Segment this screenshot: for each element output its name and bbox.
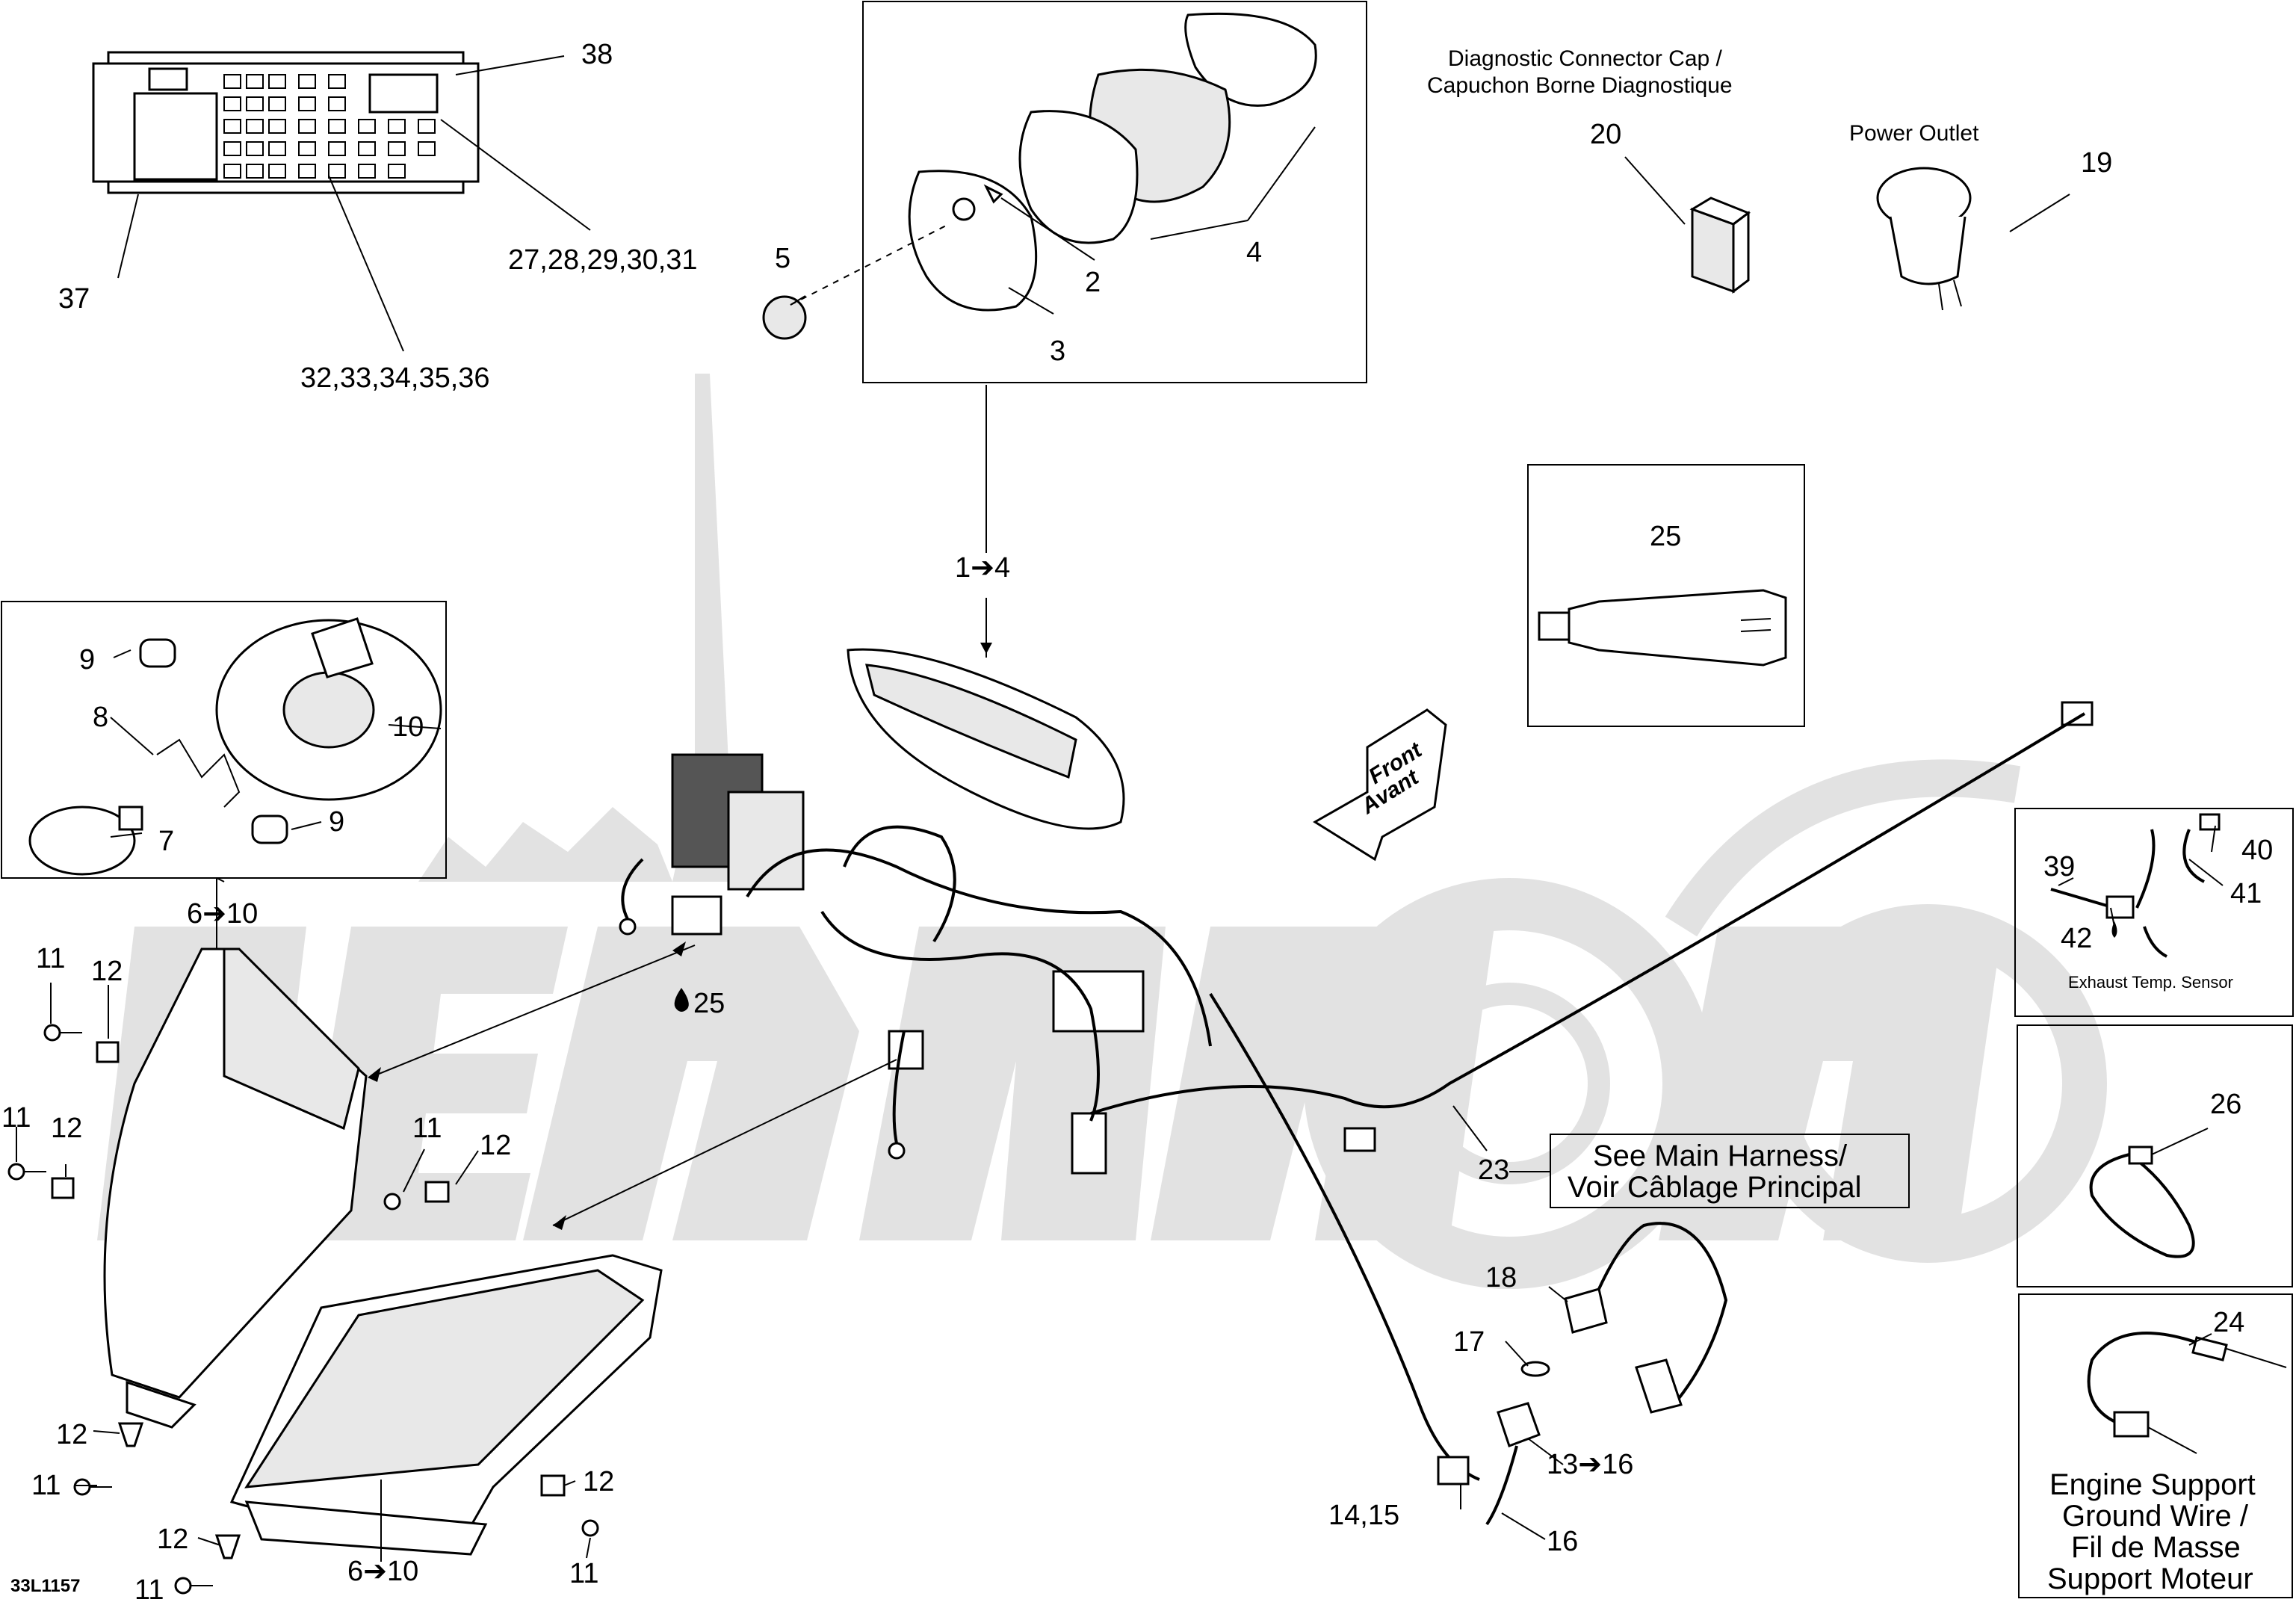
grease-drop-icon xyxy=(674,988,689,1012)
ground-caption-line2: Ground Wire / xyxy=(2062,1500,2249,1533)
label-10: 10 xyxy=(392,711,424,743)
label-18: 18 xyxy=(1485,1262,1517,1293)
headlight-bulb-parts xyxy=(28,617,442,876)
diag-cap-caption-line2: Capuchon Borne Diagnostique xyxy=(1427,73,1733,98)
label-8: 8 xyxy=(93,702,108,733)
diag-cap-caption-line1: Diagnostic Connector Cap / xyxy=(1448,46,1723,71)
label-12e: 12 xyxy=(157,1524,188,1555)
watermark-logo xyxy=(97,374,2107,1289)
right-headlight xyxy=(229,1254,663,1556)
fuse-box xyxy=(92,51,480,194)
label-5: 5 xyxy=(775,243,790,274)
cable-tie-box xyxy=(2017,1024,2293,1287)
dielectric-grease-box xyxy=(1527,464,1805,727)
left-headlight xyxy=(103,947,368,1429)
label-12b: 12 xyxy=(51,1113,82,1144)
label-13-16: 13➔16 xyxy=(1547,1449,1633,1480)
arrowheads xyxy=(368,643,992,1230)
label-12d: 12 xyxy=(56,1419,87,1450)
label-25-drop: 25 xyxy=(693,988,725,1019)
label-12a: 12 xyxy=(91,956,123,987)
instrument-cluster-box xyxy=(862,1,1367,383)
exhaust-temp-sensor xyxy=(2050,813,2221,958)
label-1-4: 1➔4 xyxy=(955,552,1010,584)
label-42: 42 xyxy=(2061,923,2092,954)
label-2: 2 xyxy=(1085,267,1101,298)
label-14-15: 14,15 xyxy=(1328,1500,1399,1531)
label-11a: 11 xyxy=(36,943,65,974)
label-12c: 12 xyxy=(480,1130,511,1161)
label-16: 16 xyxy=(1547,1526,1578,1557)
fuse-slots xyxy=(223,74,436,179)
fasteners xyxy=(7,1024,599,1595)
label-38: 38 xyxy=(581,39,613,70)
ground-caption-line1: Engine Support xyxy=(2049,1468,2256,1501)
main-harness-note-line1: See Main Harness/ xyxy=(1593,1140,1848,1172)
label-20: 20 xyxy=(1590,119,1621,150)
label-26: 26 xyxy=(2210,1089,2241,1120)
label-17: 17 xyxy=(1453,1326,1485,1358)
leader-lines xyxy=(16,55,2224,1562)
dielectric-grease-tube xyxy=(1538,589,1787,667)
ground-wire-box xyxy=(2018,1293,2293,1598)
main-harness-note-line2: Voir Câblage Principal xyxy=(1568,1171,1862,1204)
label-11c: 11 xyxy=(412,1113,442,1144)
ground-caption-line4: Support Moteur xyxy=(2047,1562,2253,1595)
power-outlet xyxy=(1876,167,1972,311)
power-outlet-caption: Power Outlet xyxy=(1849,121,1979,146)
instrument-cluster-parts xyxy=(762,12,1317,340)
label-25-box: 25 xyxy=(1650,521,1681,552)
front-arrow: Front Avant xyxy=(1313,708,1447,862)
exhaust-temp-caption: Exhaust Temp. Sensor xyxy=(2068,973,2233,992)
ground-caption-line3: Fil de Masse xyxy=(2071,1531,2241,1564)
label-12f: 12 xyxy=(583,1466,614,1497)
label-11d: 11 xyxy=(31,1470,61,1501)
label-37: 37 xyxy=(58,283,90,315)
ground-wire xyxy=(2087,1332,2287,1454)
label-9a: 9 xyxy=(79,644,95,675)
label-3: 3 xyxy=(1050,336,1065,367)
label-24: 24 xyxy=(2213,1307,2244,1338)
label-19: 19 xyxy=(2081,147,2112,179)
label-6-10-top: 6➔10 xyxy=(187,898,258,930)
label-39: 39 xyxy=(2043,851,2075,882)
main-harness xyxy=(619,648,2094,1481)
label-11f: 11 xyxy=(569,1558,598,1589)
label-27-31: 27,28,29,30,31 xyxy=(508,244,698,276)
label-11e: 11 xyxy=(134,1574,164,1606)
label-7: 7 xyxy=(158,826,174,857)
diagram-code: 33L1157 xyxy=(10,1576,80,1596)
label-23: 23 xyxy=(1478,1154,1509,1186)
dess-lanyard xyxy=(1437,1222,1728,1526)
label-40: 40 xyxy=(2241,835,2273,866)
diagnostic-connector-cap xyxy=(1689,197,1751,294)
cable-tie xyxy=(2089,1146,2195,1258)
label-6-10-bottom: 6➔10 xyxy=(347,1556,418,1587)
label-41: 41 xyxy=(2230,878,2262,909)
label-4: 4 xyxy=(1246,237,1262,268)
headlight-bulb-box xyxy=(1,601,447,879)
exhaust-temp-sensor-box xyxy=(2014,808,2294,1017)
label-32-36: 32,33,34,35,36 xyxy=(300,362,490,394)
label-9b: 9 xyxy=(329,806,344,838)
label-11b: 11 xyxy=(1,1102,31,1134)
